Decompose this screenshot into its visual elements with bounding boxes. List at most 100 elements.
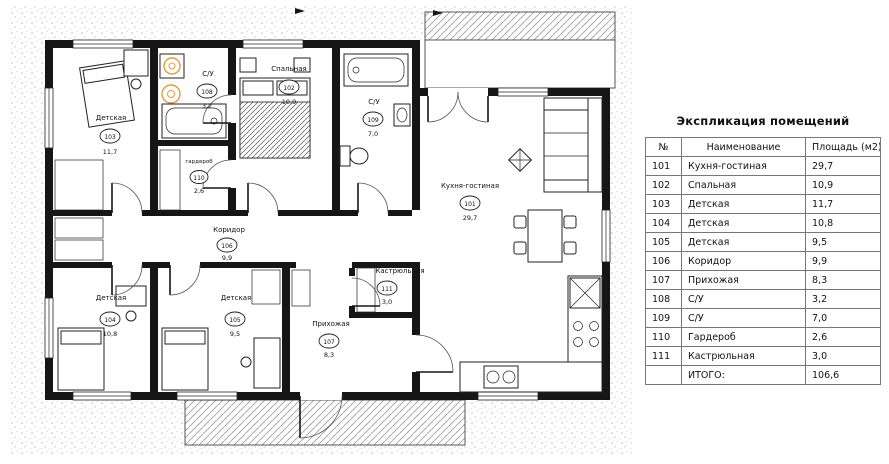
cell-num: 107: [645, 270, 682, 290]
stove-burner: [589, 321, 599, 331]
svg-text:3,2: 3,2: [202, 102, 212, 110]
svg-text:105: 105: [229, 317, 241, 324]
table-row: 105 Детская 9,5: [645, 232, 881, 252]
cell-name: С/У: [681, 308, 806, 328]
cell-num: 102: [645, 175, 682, 195]
svg-text:9,9: 9,9: [222, 254, 232, 262]
bathtub: [343, 53, 409, 87]
room-label-108: С/У 108 3,2: [196, 70, 218, 110]
table-row: 108 С/У 3,2: [645, 289, 881, 309]
svg-text:3,0: 3,0: [382, 298, 392, 306]
cell-num: 111: [645, 346, 682, 366]
closet: [54, 239, 104, 261]
room-label-107: Прихожая 107 8,3: [312, 320, 350, 359]
table-total-row: ИТОГО: 106,6: [645, 365, 881, 385]
chair: [513, 215, 527, 229]
closet: [54, 159, 104, 211]
window: [176, 391, 238, 401]
room-label-104: Детская 104 10,8: [96, 294, 126, 338]
cell-num: 110: [645, 327, 682, 347]
svg-text:104: 104: [104, 317, 116, 324]
kitchen-counter: [459, 275, 603, 393]
door: [415, 334, 454, 373]
room-labels: Детская 103 11,7 С/У 108 3,2 гардероб 11…: [96, 65, 499, 359]
double-bed: [239, 77, 311, 159]
table-header-row: № Наименование Площадь (м2): [645, 137, 881, 157]
col-header-name: Наименование: [681, 137, 806, 157]
cell-num: 108: [645, 289, 682, 309]
cell-name: Спальная: [681, 175, 806, 195]
svg-text:10,9: 10,9: [282, 98, 296, 106]
window: [44, 87, 54, 149]
svg-text:111: 111: [381, 286, 393, 293]
table-row: 106 Коридор 9,9: [645, 251, 881, 271]
svg-text:103: 103: [104, 134, 116, 141]
svg-text:106: 106: [221, 243, 233, 250]
col-header-num: №: [645, 137, 682, 157]
cell-area: 7,0: [805, 308, 881, 328]
toilet: [339, 145, 369, 167]
room-schedule-table: № Наименование Площадь (м2) 101 Кухня-го…: [645, 137, 881, 385]
table-row: 110 Гардероб 2,6: [645, 327, 881, 347]
sink: [393, 103, 411, 127]
table-row: 111 Кастрюльная 3,0: [645, 346, 881, 366]
bed: [57, 327, 105, 391]
cell-area: 10,8: [805, 213, 881, 233]
cell-area: 29,7: [805, 156, 881, 176]
svg-text:9,5: 9,5: [230, 330, 240, 338]
stove-burner: [589, 337, 599, 347]
svg-text:8,3: 8,3: [324, 351, 334, 359]
cell-area: 9,5: [805, 232, 881, 252]
door: [111, 182, 143, 214]
elevation-mark-icon: [433, 10, 443, 24]
svg-text:101: 101: [464, 201, 476, 208]
nightstand: [239, 57, 257, 73]
desk: [115, 285, 147, 307]
chair: [563, 215, 577, 229]
svg-text:107: 107: [323, 339, 335, 346]
closet: [291, 269, 311, 307]
stove-burner: [573, 337, 583, 347]
cell-name: Кухня-гостиная: [681, 156, 806, 176]
cell-num-empty: [645, 365, 682, 385]
desk: [253, 337, 281, 389]
room-label-105: Детская 105 9,5: [221, 294, 251, 338]
svg-text:С/У: С/У: [202, 70, 214, 78]
cell-name: Детская: [681, 232, 806, 252]
cell-num: 105: [645, 232, 682, 252]
doors: [111, 88, 489, 439]
table-row: 107 Прихожая 8,3: [645, 270, 881, 290]
cell-area: 11,7: [805, 194, 881, 214]
svg-text:гардероб: гардероб: [185, 159, 213, 165]
cell-area: 3,2: [805, 289, 881, 309]
door: [202, 159, 232, 189]
room-label-111: Кастрюльная 111 3,0: [375, 267, 424, 306]
room-label-110: гардероб 110 2,6: [185, 159, 213, 195]
svg-text:109: 109: [367, 117, 379, 124]
svg-text:108: 108: [201, 89, 213, 96]
window: [242, 39, 304, 49]
dining-table: [513, 209, 577, 263]
table-row: 102 Спальная 10,9: [645, 175, 881, 195]
cell-num: 103: [645, 194, 682, 214]
bathtub: [161, 103, 227, 139]
window: [601, 209, 611, 263]
desk: [123, 49, 149, 77]
terrace-bottom: [184, 399, 466, 446]
nightstand: [293, 57, 311, 73]
furniture: [57, 49, 603, 393]
svg-text:Спальная: Спальная: [271, 65, 306, 73]
svg-text:Детская: Детская: [221, 294, 251, 302]
door: [169, 264, 201, 296]
bed: [161, 327, 209, 391]
room-schedule-panel: Экспликация помещений № Наименование Пло…: [645, 114, 881, 385]
window: [477, 391, 539, 401]
sofa: [543, 97, 603, 193]
cell-total-value: 106,6: [805, 365, 881, 385]
window: [72, 391, 132, 401]
svg-text:Кастрюльная: Кастрюльная: [375, 267, 424, 275]
room-label-101: Кухня-гостиная 101 29,7: [441, 182, 499, 222]
svg-text:10,8: 10,8: [103, 330, 117, 338]
cell-num: 109: [645, 308, 682, 328]
window: [72, 39, 134, 49]
